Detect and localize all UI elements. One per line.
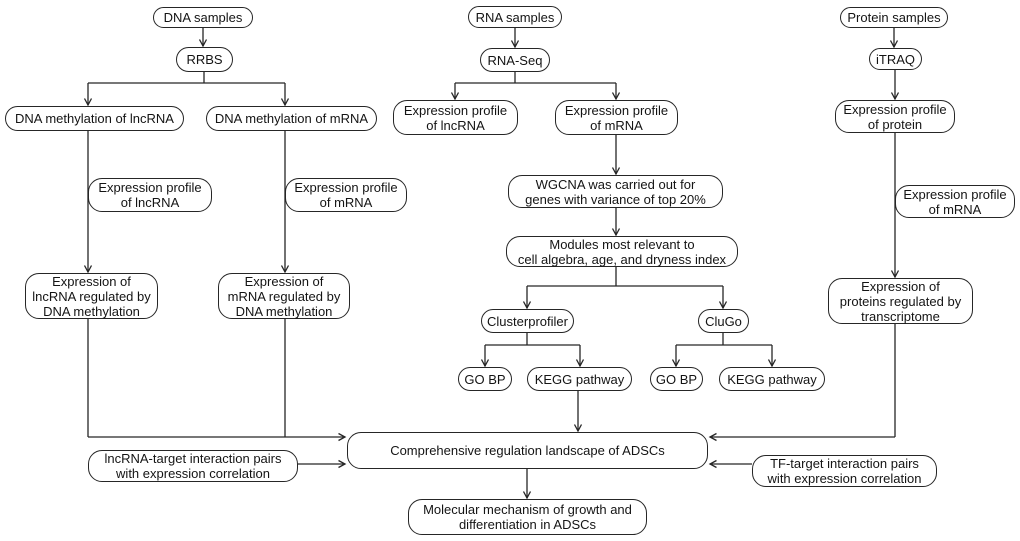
node-itraq: iTRAQ <box>869 48 922 70</box>
node-expression-profile-protein: Expression profile of protein <box>835 100 955 133</box>
node-kegg-pathway-clusterprofiler: KEGG pathway <box>527 367 632 391</box>
node-clusterprofiler: Clusterprofiler <box>481 309 574 333</box>
node-tf-target-pairs: TF-target interaction pairs with express… <box>752 455 937 487</box>
node-expression-profile-lncrna-rna: Expression profile of lncRNA <box>393 100 518 135</box>
node-wgcna: WGCNA was carried out for genes with var… <box>508 175 723 208</box>
node-kegg-pathway-clugo: KEGG pathway <box>719 367 825 391</box>
node-go-bp-clusterprofiler: GO BP <box>458 367 512 391</box>
node-expression-profile-lncrna-dna: Expression profile of lncRNA <box>88 178 212 212</box>
node-modules: Modules most relevant to cell algebra, a… <box>506 236 738 267</box>
connector-line <box>87 72 896 437</box>
node-expression-profile-mrna-dna: Expression profile of mRNA <box>285 178 407 212</box>
node-rna-samples: RNA samples <box>468 6 562 28</box>
node-molecular-mechanism: Molecular mechanism of growth and differ… <box>408 499 647 535</box>
connectors <box>83 28 900 500</box>
node-rna-seq: RNA-Seq <box>480 48 550 72</box>
node-expression-lncrna-by-dna-methylation: Expression of lncRNA regulated by DNA me… <box>25 273 158 319</box>
node-dna-methylation-mrna: DNA methylation of mRNA <box>206 106 377 131</box>
node-dna-samples: DNA samples <box>153 7 253 28</box>
node-expression-profile-mrna-rna: Expression profile of mRNA <box>555 100 678 135</box>
node-expression-mrna-by-dna-methylation: Expression of mRNA regulated by DNA meth… <box>218 273 350 319</box>
node-lncrna-target-pairs: lncRNA-target interaction pairs with exp… <box>88 450 298 482</box>
node-go-bp-clugo: GO BP <box>650 367 703 391</box>
node-expression-proteins-by-transcriptome: Expression of proteins regulated by tran… <box>828 278 973 324</box>
node-rrbs: RRBS <box>176 47 233 72</box>
node-expression-profile-mrna-protein: Expression profile of mRNA <box>895 185 1015 218</box>
node-clugo: CluGo <box>698 309 749 333</box>
node-protein-samples: Protein samples <box>840 7 948 28</box>
node-dna-methylation-lncrna: DNA methylation of lncRNA <box>5 106 184 131</box>
node-comprehensive-landscape: Comprehensive regulation landscape of AD… <box>347 432 708 469</box>
